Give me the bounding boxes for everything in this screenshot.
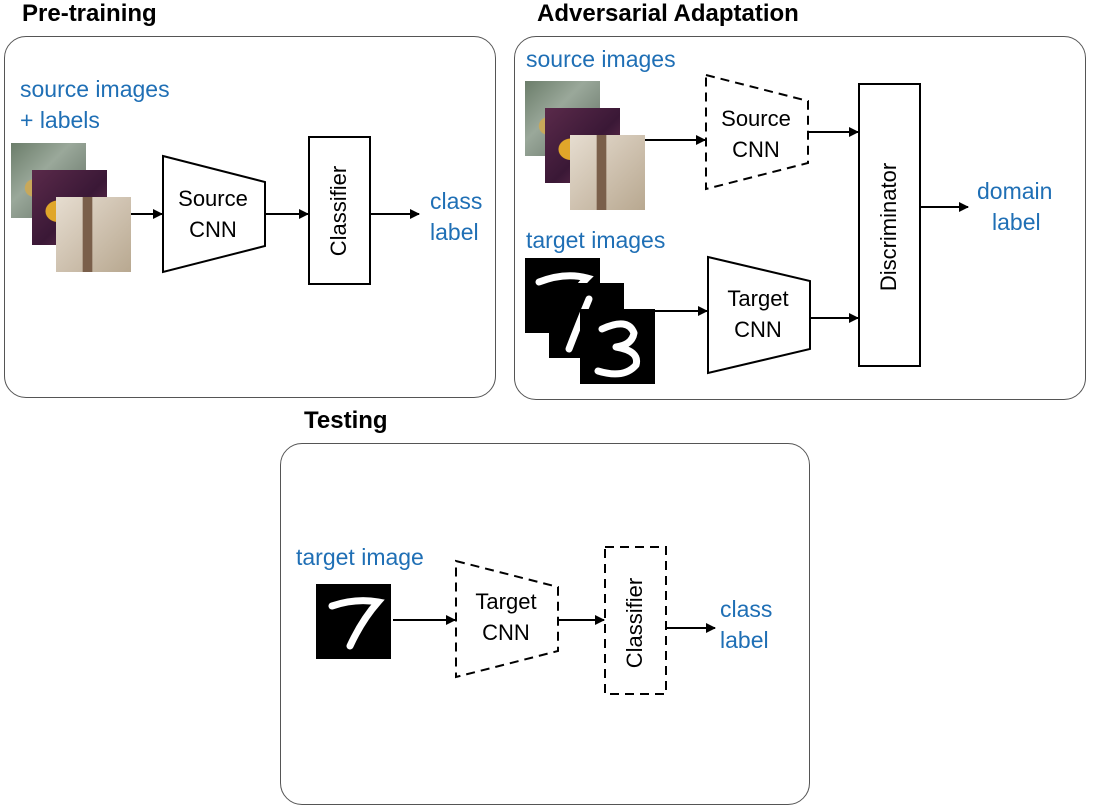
target-digit-image [316, 584, 391, 659]
adversarial-target-encoder-label-line2: CNN [734, 317, 782, 342]
pretraining-encoder-label: Source [178, 186, 248, 211]
discriminator-label: Discriminator [876, 162, 901, 292]
adversarial-source-encoder-label: Source [721, 106, 791, 131]
testing-target-cnn-trapezoid [455, 559, 559, 679]
testing-output-label: class [720, 596, 773, 622]
testing-input-label: target image [296, 544, 424, 570]
source-digit-image [56, 197, 131, 272]
pretraining-classifier-box [308, 136, 371, 285]
testing-encoder-label: Target [475, 589, 537, 614]
adversarial-output-label-line2: label [992, 209, 1041, 235]
pretraining-output-label-line2: label [430, 219, 479, 245]
target-digit-image [580, 309, 655, 384]
discriminator-box [858, 83, 921, 367]
testing-heading: Testing [304, 407, 388, 434]
adversarial-target-cnn-trapezoid [707, 255, 811, 375]
source-digit-image [570, 135, 645, 210]
testing-output-label-line2: label [720, 627, 769, 653]
pretraining-source-cnn-trapezoid [162, 154, 266, 274]
testing-classifier-label: Classifier [622, 577, 647, 669]
adversarial-output-label: domain [977, 178, 1053, 204]
pretraining-encoder-label-line2: CNN [189, 217, 237, 242]
pretraining-input-label: source images [20, 76, 170, 102]
pretraining-input-label-line2: + labels [20, 107, 100, 133]
pretraining-heading: Pre-training [22, 0, 157, 27]
testing-classifier-box [604, 546, 667, 695]
adversarial-heading: Adversarial Adaptation [537, 0, 799, 27]
pretraining-output-label: class [430, 188, 483, 214]
adversarial-source-cnn-trapezoid [705, 73, 809, 191]
adversarial-target-encoder-label: Target [727, 286, 789, 311]
pretraining-classifier-label: Classifier [326, 165, 351, 257]
adversarial-target-input-label: target images [526, 227, 666, 253]
testing-encoder-label-line2: CNN [482, 620, 530, 645]
adversarial-source-encoder-label-line2: CNN [732, 137, 780, 162]
adversarial-source-input-label: source images [526, 46, 676, 72]
